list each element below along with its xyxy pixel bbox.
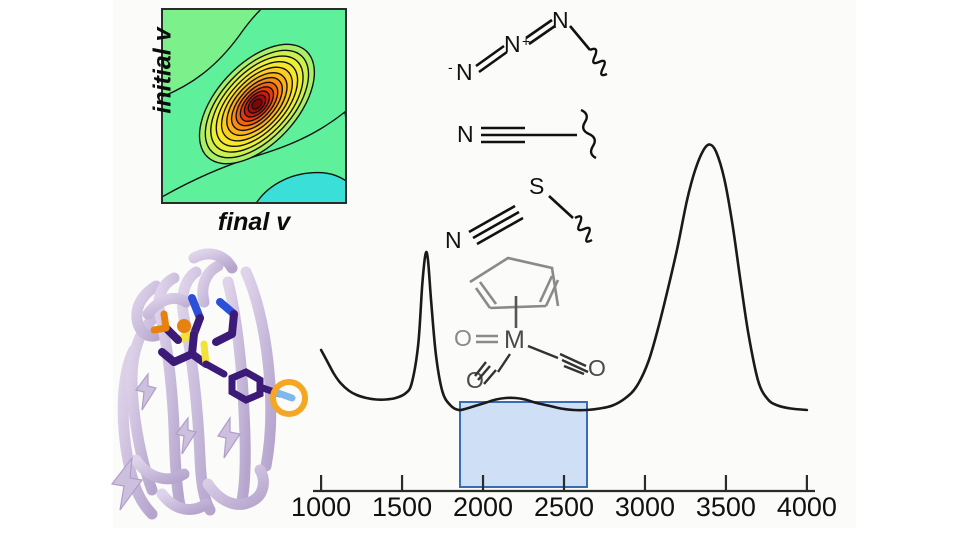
azide-svg: N - N + N <box>448 8 608 85</box>
structure-metal-carbonyl: M O O O <box>448 250 623 390</box>
axis-svg <box>313 475 815 493</box>
contour-plot-inset: initial v final v <box>149 8 347 236</box>
carbonyl-bottom-bond <box>474 353 511 385</box>
azide-n1-label: N <box>456 59 473 85</box>
axis-tick-label: 1500 <box>372 492 433 522</box>
azide-n1-charge: - <box>448 59 453 75</box>
structure-thiocyanate: N S <box>443 170 628 256</box>
azide-squiggle-bond <box>589 47 608 77</box>
silent-window-highlight-box <box>458 401 589 488</box>
axis-tick-label: 1000 <box>291 492 352 522</box>
structure-nitrile: N <box>455 104 630 168</box>
nitrile-n-label: N <box>457 121 474 147</box>
axis-tick-label: 3500 <box>695 492 756 522</box>
spectrum-trace <box>319 143 809 412</box>
carbonyl-o-left-label: O <box>454 325 472 351</box>
axis-tick-label: 2500 <box>533 492 595 522</box>
axis-tick-label: 2000 <box>452 492 514 522</box>
thiocyanate-s-label: S <box>529 173 544 199</box>
carbonyl-left-bond <box>476 334 498 344</box>
protein-ribbon-svg <box>110 248 308 520</box>
axis-ticks <box>320 475 808 491</box>
thiocyanate-squiggle-bond <box>574 215 593 243</box>
azide-n3-label: N <box>552 8 569 33</box>
carbonyl-o-right-label: O <box>588 355 606 381</box>
contour-line-cyan <box>256 171 345 202</box>
beta-sheet-arrows <box>110 372 241 511</box>
spectrum-tick-labels: 1000 1500 2000 2500 3000 3500 4000 <box>291 492 840 532</box>
contour-plot-area <box>161 8 347 204</box>
nitrile-squiggle-bond <box>580 108 597 160</box>
thiocyanate-svg: N S <box>445 173 593 253</box>
axis-tick-label: 4000 <box>776 492 837 522</box>
contour-y-axis-label: initial v <box>148 27 177 114</box>
nitrile-probe-highlight-circle <box>270 379 308 417</box>
azide-n2-label: N <box>504 31 521 57</box>
beta-barrel-strands <box>117 248 277 520</box>
spectrum-x-axis <box>295 470 840 496</box>
spectrum-svg <box>319 143 809 412</box>
carbonyl-right-bond <box>527 344 589 376</box>
metal-center-label: M <box>504 326 525 354</box>
thiocyanate-n-label: N <box>445 227 462 253</box>
cyclopentadienyl-ring <box>469 256 560 310</box>
contour-line-outer-upper <box>163 10 262 98</box>
metal-carbonyl-svg: M O O O <box>454 256 606 390</box>
contour-x-axis-label: final v <box>217 208 291 236</box>
axis-tick-label: 3000 <box>614 492 675 522</box>
carbonyl-o-bottom-label: O <box>466 367 484 390</box>
infrared-spectrum-plot <box>295 95 840 485</box>
contour-rings <box>198 43 316 165</box>
structure-azide: N - N + N <box>440 8 630 96</box>
azide-n2-charge: + <box>522 33 530 49</box>
nitrile-svg: N <box>457 108 597 160</box>
protein-structure-illustration <box>96 222 336 522</box>
contour-plot-svg <box>163 10 345 202</box>
